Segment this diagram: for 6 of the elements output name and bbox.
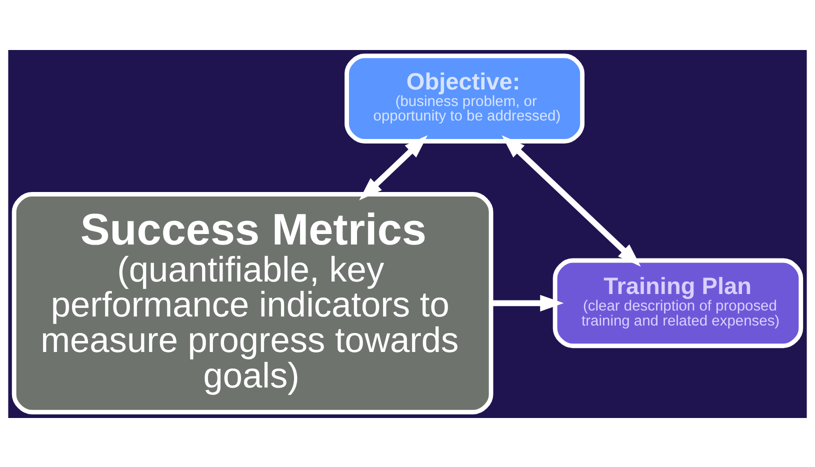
arrow [502,134,641,266]
node-box: Success Metrics (quantifiable, key performance indicators to measure progress towards goals) [12,192,494,414]
arrow [359,134,428,200]
arrow [491,294,564,311]
node-box: Objective: (business problem, or opportunity to be addressed) [344,53,584,143]
node-box: Training Plan (clear description of proposed training and related expenses) [552,258,804,348]
